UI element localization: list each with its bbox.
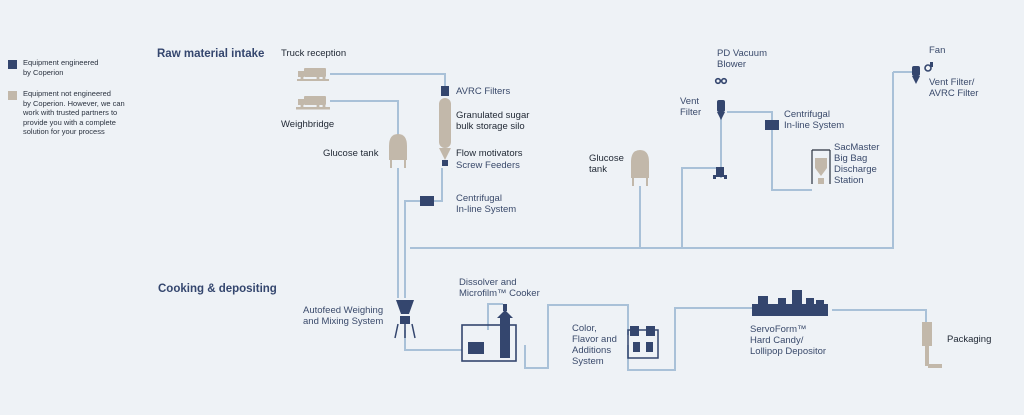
legend-text-engineered: Equipment engineered by Coperion: [23, 58, 99, 77]
label-servoform: ServoForm™ Hard Candy/ Lollipop Deposito…: [750, 324, 827, 357]
label-glucose-tank-left: Glucose tank: [323, 148, 379, 159]
label-flow-motivators: Flow motivators: [456, 148, 523, 159]
rotary-valve-mid-icon: [713, 167, 727, 179]
label-pd-blower: PD Vacuum Blower: [717, 48, 767, 70]
glucose-tank-left-icon: [389, 134, 407, 168]
color-flavor-system-icon: [627, 326, 659, 359]
legend-swatch-not-engineered: [8, 91, 17, 100]
pipe-centrifugal-left: [404, 200, 420, 298]
pipe-cooker-to-color: [524, 304, 629, 369]
label-fan: Fan: [929, 45, 946, 56]
screw-feeder-icon: [442, 160, 448, 166]
packaging-machine-icon: [922, 322, 942, 368]
pipe-silo-to-centrifugal: [432, 168, 443, 202]
legend-engineered: Equipment engineered by Coperion: [8, 58, 98, 77]
label-dissolver: Dissolver and Microfilm™ Cooker: [459, 277, 540, 299]
glucose-tank-right-icon: [631, 150, 649, 186]
label-color-flavor: Color, Flavor and Additions System: [572, 323, 617, 367]
label-weighbridge: Weighbridge: [281, 119, 335, 130]
pipe-truck-to-silo: [330, 73, 446, 88]
legend-swatch-engineered: [8, 60, 17, 69]
pipe-centrifugal-right: [771, 130, 812, 191]
section-raw-material: Raw material intake: [157, 48, 265, 60]
pd-blower-icon: [714, 77, 728, 85]
pipe-network: [330, 71, 927, 371]
pipe-blower-centrifugal: [727, 111, 773, 120]
pipe-servo-to-packaging: [832, 309, 927, 330]
legend-not-engineered: Equipment not engineered by Coperion. Ho…: [8, 89, 125, 137]
legend-text-not-engineered: Equipment not engineered by Coperion. Ho…: [23, 89, 125, 136]
autofeed-mixer-icon: [394, 300, 416, 339]
avrc-filter-icon: [441, 86, 449, 96]
label-vent-filter-mid: Vent Filter: [680, 96, 702, 118]
pipe-main-header: [410, 72, 894, 249]
pipe-vent-mid: [681, 167, 717, 248]
section-cooking: Cooking & depositing: [158, 283, 277, 295]
centrifugal-left-icon: [420, 196, 434, 206]
label-autofeed: Autofeed Weighing and Mixing System: [303, 305, 384, 327]
pipe-weighbridge-line: [330, 100, 399, 135]
sugar-silo-icon: [439, 98, 451, 160]
label-silo: Granulated sugar bulk storage silo: [456, 110, 530, 132]
pipe-dissolver-in: [487, 303, 503, 330]
centrifugal-right-icon: [765, 120, 779, 130]
label-packaging: Packaging: [947, 334, 992, 345]
vent-filter-right-icon: [912, 66, 920, 84]
truck-reception-icon: [297, 68, 329, 81]
label-glucose-tank-right: Glucose tank: [589, 153, 624, 175]
label-vent-filter-right: Vent Filter/ AVRC Filter: [929, 77, 979, 99]
pipe-color-to-servo: [627, 307, 752, 371]
dissolver-cooker-icon: [461, 304, 517, 362]
sacmaster-icon: [811, 149, 831, 184]
label-centrifugal-right: Centrifugal In-line System: [784, 109, 845, 131]
label-centrifugal-left: Centrifugal In-line System: [456, 193, 517, 215]
fan-icon: [924, 62, 933, 72]
label-screw-feeders: Screw Feeders: [456, 160, 520, 171]
weighbridge-truck-icon: [296, 96, 330, 110]
label-sacmaster: SacMaster Big Bag Discharge Station: [834, 142, 880, 186]
vent-filter-mid-icon: [717, 100, 725, 120]
label-truck-reception: Truck reception: [281, 48, 347, 59]
label-avrc-filters: AVRC Filters: [456, 86, 511, 97]
servoform-depositor-icon: [752, 290, 828, 316]
